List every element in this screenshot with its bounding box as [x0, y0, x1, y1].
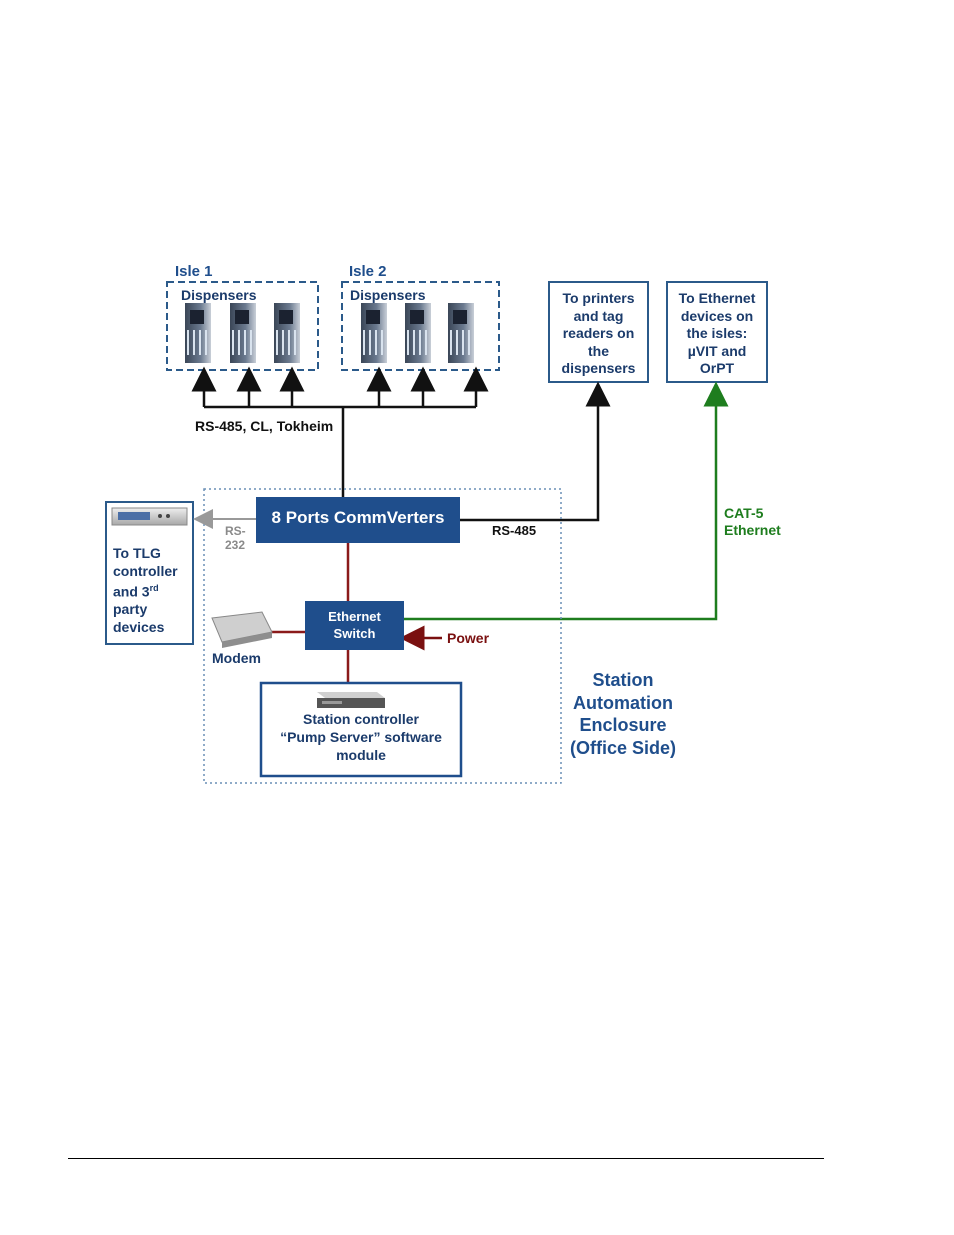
dispenser-icon: [230, 303, 256, 363]
enclosure-line-3: Enclosure: [579, 715, 667, 735]
enclosure-label: Station Automation Enclosure (Office Sid…: [562, 669, 684, 759]
printers-box-text: To printers and tag readers on the dispe…: [561, 290, 636, 376]
enclosure-box: [203, 488, 562, 784]
cat5-line: [404, 381, 729, 621]
modem-icon: [211, 611, 273, 648]
commverters-label: 8 Ports CommVerters: [271, 508, 445, 527]
tlg-box-text: To TLG controller and 3rd party devices: [113, 545, 178, 637]
footer-rule: [68, 1158, 824, 1159]
isle1-dispensers-label: Dispensers: [181, 287, 257, 303]
station-controller-text: Station controller “Pump Server” softwar…: [261, 710, 461, 764]
modem-label: Modem: [212, 650, 261, 666]
tlg-line-3-sup: rd: [149, 583, 159, 594]
commverters-box: [256, 497, 460, 543]
isle2-title: Isle 2: [349, 263, 387, 280]
isle1-title: Isle 1: [175, 263, 213, 280]
cat5-label: CAT-5 Ethernet: [724, 505, 781, 538]
tlg-line-3-prefix: and 3: [113, 583, 150, 600]
printers-box: [548, 281, 649, 383]
rs485-label: RS-485: [492, 523, 537, 538]
internal-links: [272, 543, 350, 683]
tlg-line-1: To TLG: [113, 545, 161, 561]
tlg-line-2: controller: [113, 562, 178, 579]
enclosure-line-2: Automation: [573, 692, 673, 713]
ethernet-devices-text: To Ethernet devices on the isles: µVIT a…: [678, 290, 756, 376]
power-label: Power: [447, 630, 490, 646]
dispenser-icon: [274, 303, 300, 363]
tlg-device-icon: [111, 507, 188, 526]
station-controller-line-1: Station controller: [303, 711, 419, 727]
ethernet-switch-line-1: Ethernet: [328, 609, 381, 624]
isle2-dispensers-label: Dispensers: [350, 287, 426, 303]
ethernet-switch-line-2: Switch: [333, 626, 376, 641]
tlg-line-3: and 3rd: [113, 580, 178, 601]
rs485-printers-line: [460, 381, 611, 522]
station-controller-line-3: module: [336, 747, 386, 763]
dispenser-icon: [405, 303, 431, 363]
station-controller-line-2: “Pump Server” software: [280, 729, 442, 745]
tlg-line-4: party: [113, 601, 148, 618]
rs232-label: RS-232: [225, 524, 246, 552]
server-icon: [317, 692, 385, 708]
tlg-line-5: devices: [113, 619, 165, 636]
dispenser-icon: [448, 303, 474, 363]
bus-label: RS-485, CL, Tokheim: [195, 418, 334, 434]
ethernet-switch-label: Ethernet Switch: [305, 608, 404, 642]
rs485-bus: [191, 366, 489, 497]
ethernet-devices-box: [666, 281, 768, 383]
dispenser-icon: [361, 303, 387, 363]
tlg-box: [105, 501, 194, 645]
ethernet-switch-box: [305, 601, 404, 650]
enclosure-line-4: (Office Side): [569, 737, 676, 758]
enclosure-line-1: Station: [592, 670, 654, 690]
dispenser-icon: [185, 303, 211, 363]
